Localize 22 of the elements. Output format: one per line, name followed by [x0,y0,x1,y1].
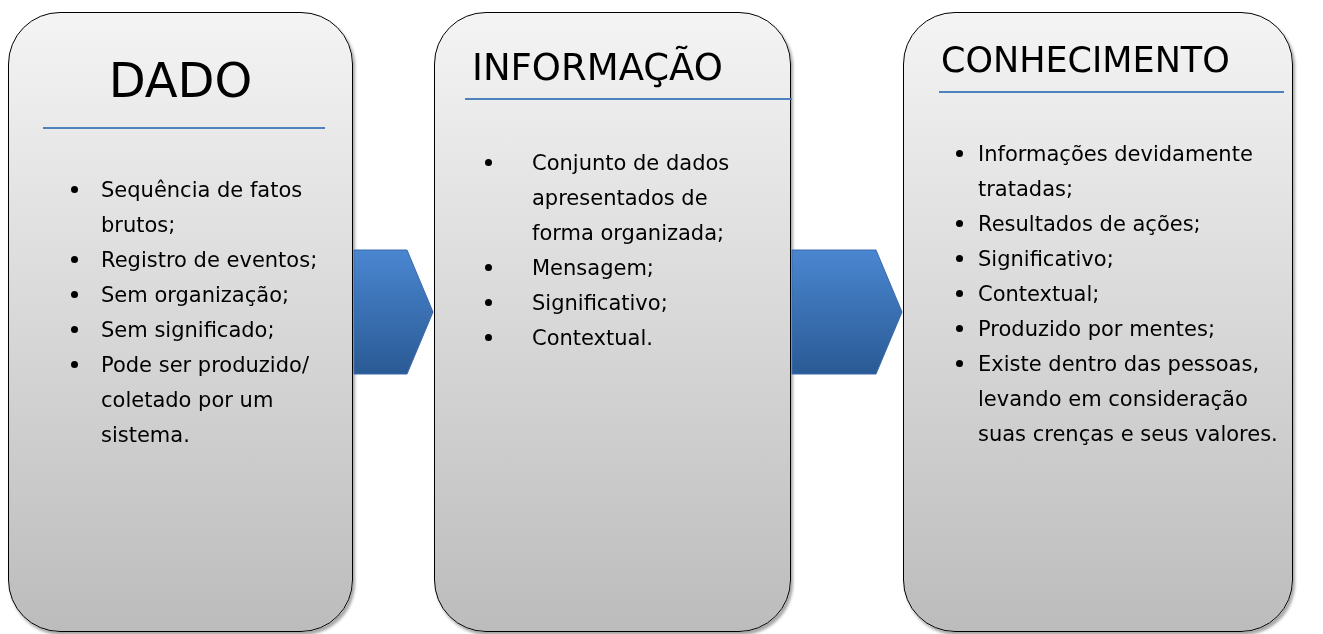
list-item-text: Resultados de ações; [978,211,1202,238]
list-item-text: Pode ser produzido/ coletado por um sistema. [101,352,310,449]
card-heading: CONHECIMENTO [941,43,1230,78]
card-heading: DADO [107,56,254,104]
chevron-arrow [791,249,903,375]
rounded-card [903,12,1293,632]
list-item-text: Registro de eventos; [101,247,319,274]
list-item-text: Conjunto de dados apresentados de forma organizada; [532,150,731,247]
list-item-text: Informações devidamente tratadas; [978,141,1254,203]
list-item-text: Sem significado; [101,317,276,344]
list-item-text: Significativo; [532,290,669,317]
list-item-text: Contextual. [532,325,654,352]
rounded-card [434,12,791,632]
list-item-text: Sequência de fatos brutos; [101,177,304,239]
list-item-text: Sem organização; [101,282,291,309]
chevron-arrow [353,249,434,375]
list-item-text: Produzido por mentes; [978,316,1216,343]
list-item-text: Existe dentro das pessoas, levando em consideração suas crenças e seus valores. [978,351,1278,448]
list-item-text: Contextual; [978,281,1101,308]
rounded-card [8,12,353,632]
list-item-text: Significativo; [978,246,1115,273]
list-item-text: Mensagem; [532,255,655,282]
